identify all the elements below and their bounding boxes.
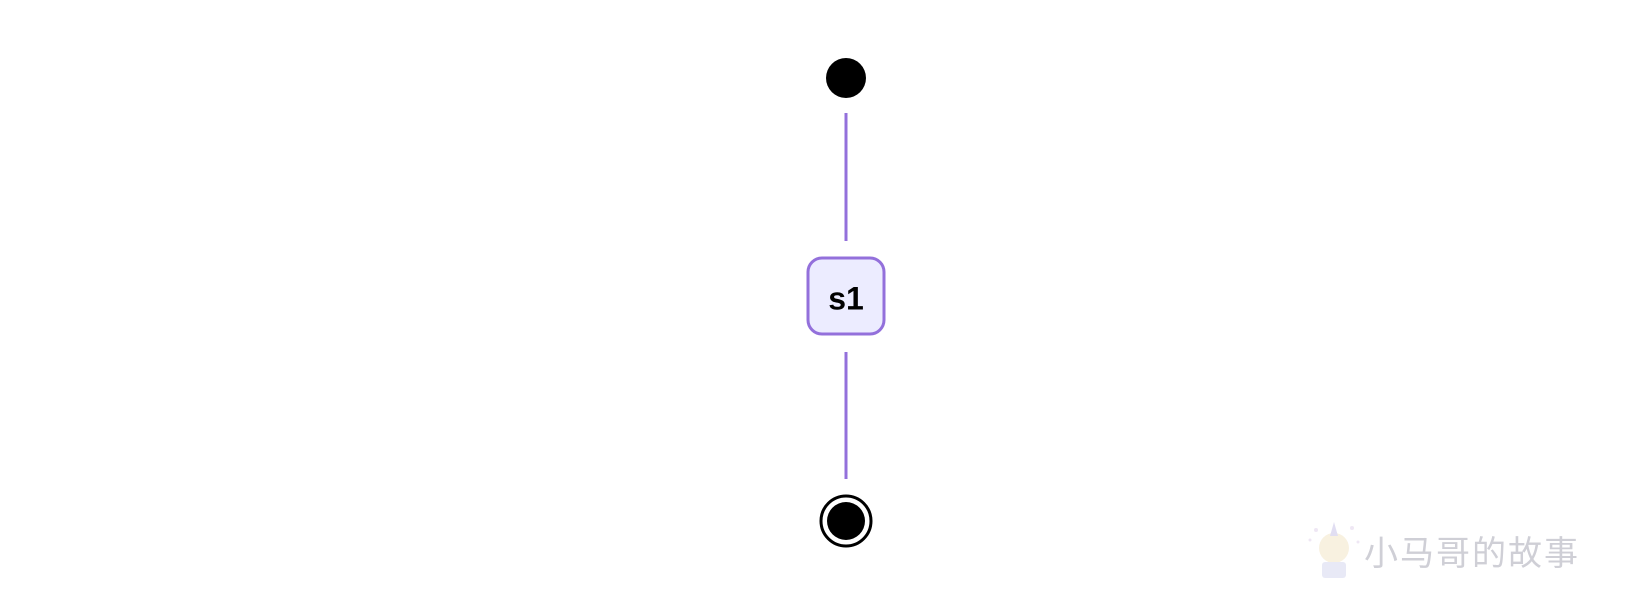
initial-state-marker bbox=[826, 58, 866, 98]
watermark: 小马哥的故事 bbox=[1308, 522, 1580, 578]
state-s1-label: s1 bbox=[828, 280, 864, 316]
watermark-text: 小马哥的故事 bbox=[1364, 534, 1580, 574]
unicorn-logo-icon bbox=[1308, 522, 1360, 578]
final-state-marker bbox=[819, 494, 873, 548]
state-s1-box bbox=[806, 256, 886, 336]
state-s1: s1 bbox=[806, 256, 886, 336]
